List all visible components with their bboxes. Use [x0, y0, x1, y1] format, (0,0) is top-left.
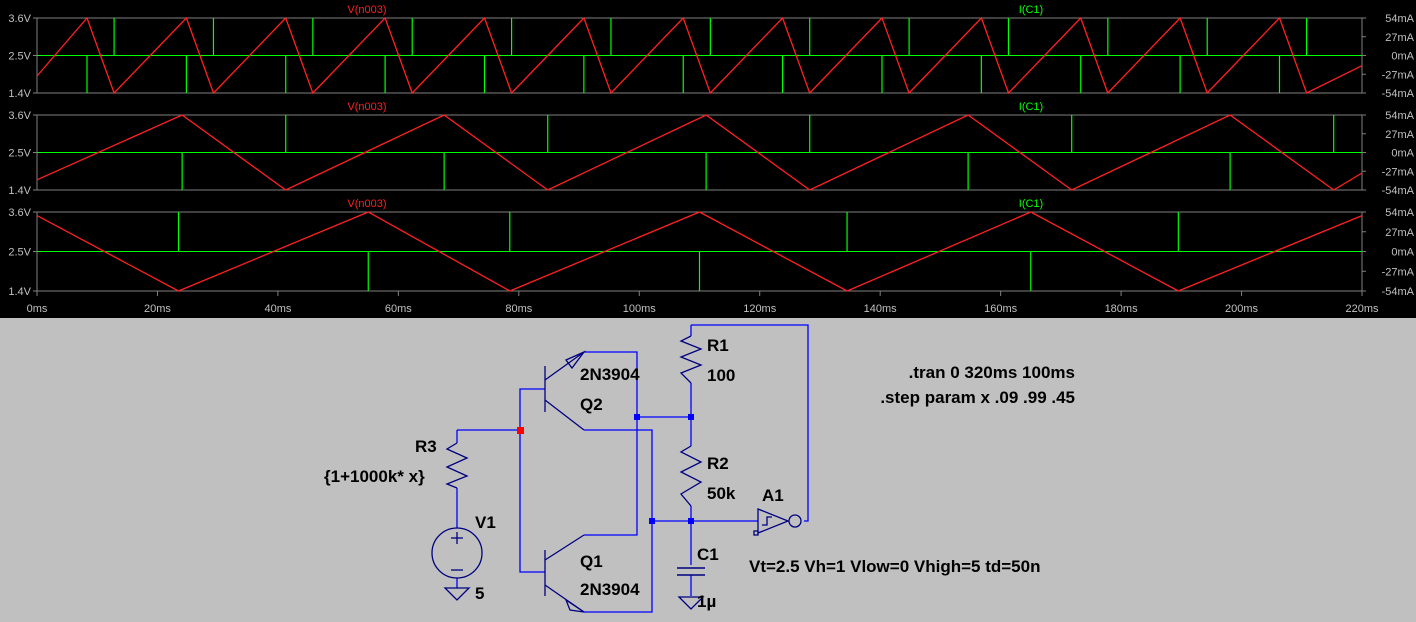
- q1-label: Q1: [580, 552, 603, 571]
- plot-pane-1[interactable]: 3.6V 2.5V 1.4V 54mA 27mA 0mA -27mA -54mA V(n003)…: [8, 4, 1414, 100]
- time-tick-label: 160ms: [984, 303, 1018, 315]
- time-tick-label: 140ms: [864, 303, 898, 315]
- r2-resistor[interactable]: [679, 445, 703, 507]
- voltage-trace: [36, 16, 1363, 95]
- r3-value: {1+1000k* x}: [324, 467, 425, 486]
- right-tick-label: 27mA: [1385, 129, 1414, 141]
- v1-label: V1: [475, 513, 496, 532]
- time-tick-label: 20ms: [144, 303, 171, 315]
- left-tick-label: 1.4V: [8, 185, 31, 197]
- time-tick-label: 180ms: [1105, 303, 1139, 315]
- r3-resistor[interactable]: [445, 442, 469, 489]
- time-tick-label: 80ms: [505, 303, 532, 315]
- q1-model: 2N3904: [580, 580, 640, 599]
- right-tick-label: -27mA: [1382, 69, 1415, 81]
- time-tick-label: 200ms: [1225, 303, 1259, 315]
- right-tick-label: 54mA: [1385, 207, 1414, 219]
- left-tick-label: 1.4V: [8, 88, 31, 100]
- left-tick-label: 2.5V: [8, 51, 31, 63]
- junction: [688, 414, 694, 420]
- trace-label-current[interactable]: I(C1): [1019, 4, 1043, 16]
- r2-label: R2: [707, 454, 729, 473]
- v1-voltage-source[interactable]: [431, 527, 483, 579]
- time-tick-label: 0ms: [27, 303, 48, 315]
- directive-step[interactable]: .step param x .09 .99 .45: [880, 388, 1075, 407]
- ground-icon: [677, 596, 705, 610]
- v1-value: 5: [475, 584, 484, 603]
- c1-capacitor[interactable]: [677, 567, 705, 576]
- a1-schmitt-inverter[interactable]: [753, 508, 802, 536]
- trace-label-current[interactable]: I(C1): [1019, 101, 1043, 113]
- junction: [634, 414, 640, 420]
- right-tick-label: -27mA: [1382, 266, 1415, 278]
- time-tick-label: 120ms: [743, 303, 777, 315]
- right-tick-label: -54mA: [1382, 185, 1415, 197]
- a1-label: A1: [762, 486, 784, 505]
- trace-label-voltage[interactable]: V(n003): [347, 198, 386, 210]
- r1-value: 100: [707, 366, 735, 385]
- left-tick-label: 2.5V: [8, 148, 31, 160]
- waveform-viewer[interactable]: 3.6V 2.5V 1.4V 54mA 27mA 0mA -27mA -54mA V(n003)…: [0, 0, 1416, 318]
- right-tick-label: 0mA: [1391, 148, 1414, 160]
- right-tick-label: 54mA: [1385, 13, 1414, 25]
- trace-label-current[interactable]: I(C1): [1019, 198, 1043, 210]
- c1-value: 1µ: [697, 592, 716, 611]
- right-tick-label: -27mA: [1382, 166, 1415, 178]
- ground-icon: [443, 587, 471, 601]
- right-tick-label: 0mA: [1391, 247, 1414, 259]
- junction-selected[interactable]: [517, 427, 524, 434]
- junction: [649, 518, 655, 524]
- q2-model: 2N3904: [580, 365, 640, 384]
- r1-resistor[interactable]: [679, 335, 703, 384]
- plot-pane-3[interactable]: 3.6V 2.5V 1.4V 54mA 27mA 0mA -27mA -54mA V(n003)…: [8, 198, 1414, 298]
- r1-label: R1: [707, 336, 729, 355]
- time-tick-label: 40ms: [264, 303, 291, 315]
- q2-label: Q2: [580, 395, 603, 414]
- time-tick-label: 100ms: [623, 303, 657, 315]
- right-tick-label: -54mA: [1382, 286, 1415, 298]
- left-tick-label: 3.6V: [8, 207, 31, 219]
- c1-label: C1: [697, 545, 719, 564]
- left-tick-label: 2.5V: [8, 247, 31, 259]
- left-tick-label: 1.4V: [8, 286, 31, 298]
- trace-label-voltage[interactable]: V(n003): [347, 101, 386, 113]
- right-tick-label: 54mA: [1385, 110, 1414, 122]
- trace-label-voltage[interactable]: V(n003): [347, 4, 386, 16]
- voltage-trace: [36, 211, 1363, 292]
- q2-transistor[interactable]: [544, 350, 587, 431]
- r3-label: R3: [415, 437, 437, 456]
- directive-tran[interactable]: .tran 0 320ms 100ms: [909, 363, 1075, 382]
- a1-params: Vt=2.5 Vh=1 Vlow=0 Vhigh=5 td=50n: [749, 557, 1040, 576]
- time-tick-label: 60ms: [385, 303, 412, 315]
- time-tick-label: 220ms: [1345, 303, 1379, 315]
- junction: [688, 518, 694, 524]
- q1-transistor[interactable]: [544, 534, 585, 613]
- plot-pane-2[interactable]: 3.6V 2.5V 1.4V 54mA 27mA 0mA -27mA -54mA V(n003)…: [8, 101, 1414, 197]
- voltage-trace: [36, 114, 1363, 191]
- time-axis: 0ms 20ms 40ms 60ms 80ms 100ms 120ms 140ms 160ms 1…: [27, 291, 1379, 315]
- right-tick-label: 27mA: [1385, 227, 1414, 239]
- left-tick-label: 3.6V: [8, 110, 31, 122]
- right-tick-label: -54mA: [1382, 88, 1415, 100]
- right-tick-label: 0mA: [1391, 51, 1414, 63]
- r2-value: 50k: [707, 484, 736, 503]
- schematic-editor[interactable]: 2N3904 Q2 Q1 2N3904 R1 100 R2 50k R3 {1+…: [0, 318, 1416, 622]
- left-tick-label: 3.6V: [8, 13, 31, 25]
- right-tick-label: 27mA: [1385, 32, 1414, 44]
